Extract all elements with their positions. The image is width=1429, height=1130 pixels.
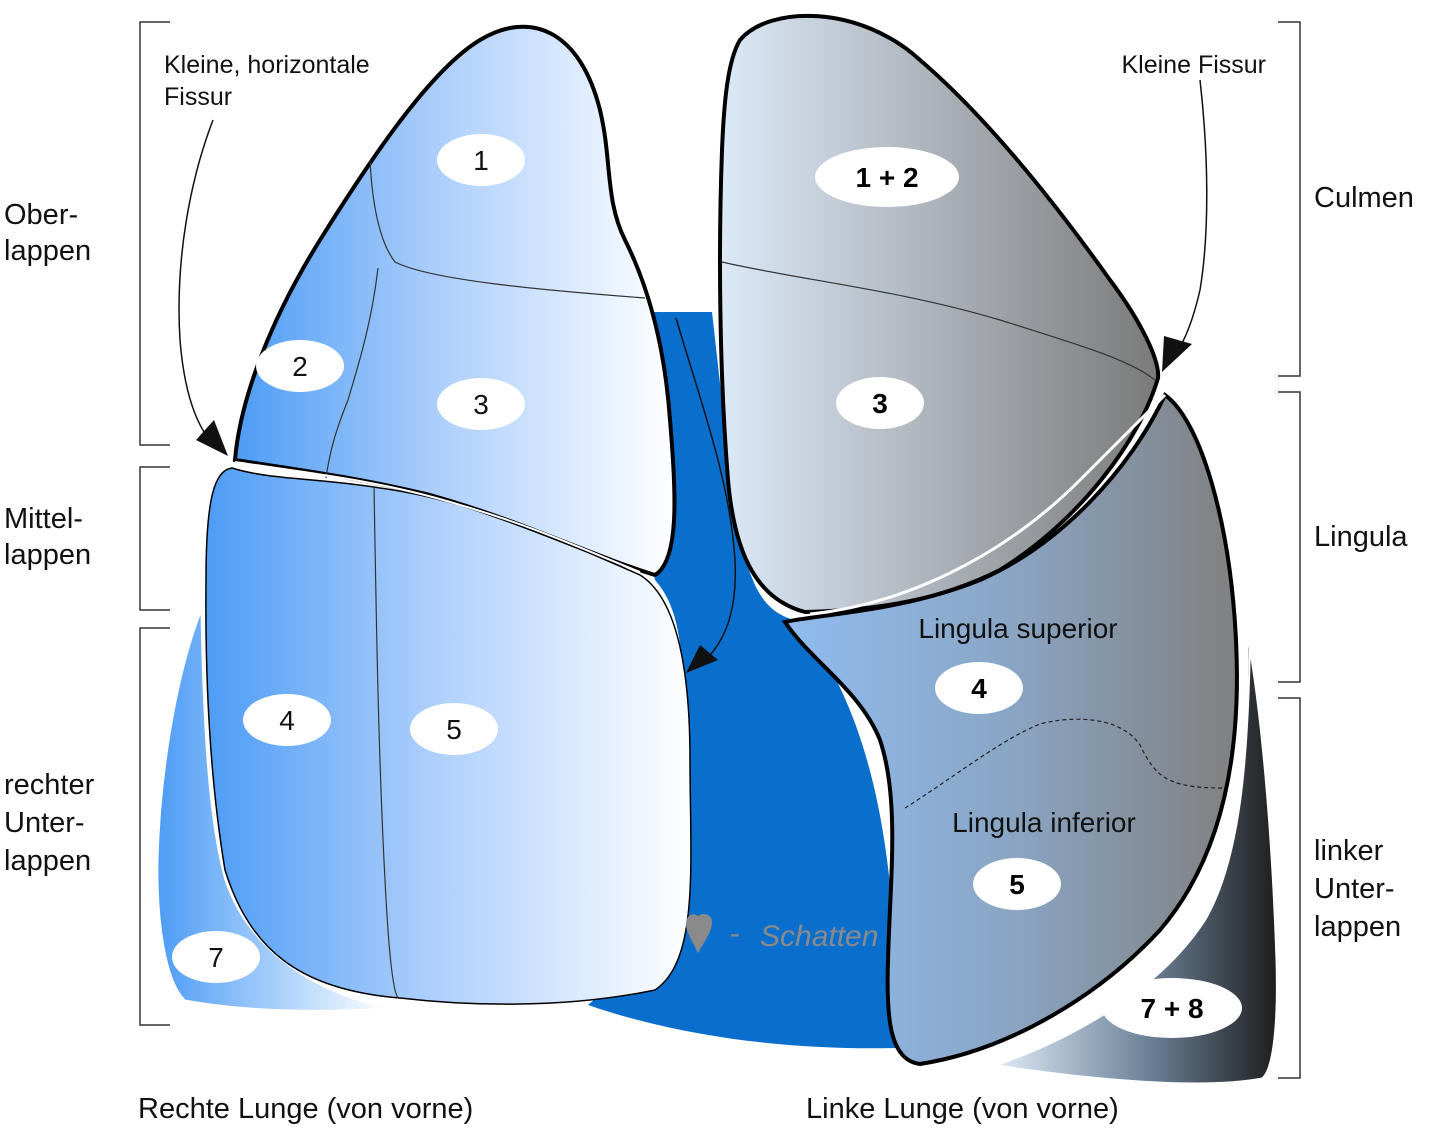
segment-r3: 3 xyxy=(473,389,489,420)
segment-l3: 3 xyxy=(872,388,888,419)
lingula-inferior-label: Lingula inferior xyxy=(952,807,1136,838)
right-fissure-label-1: Kleine, horizontale xyxy=(164,51,370,79)
right-lower-lobe-label-3: lappen xyxy=(4,845,91,877)
segment-r5: 5 xyxy=(446,714,462,745)
bracket-left-lower xyxy=(1278,697,1301,1079)
lingula-superior-label: Lingula superior xyxy=(918,613,1117,644)
right-lower-lobe-sliver xyxy=(157,611,389,1011)
right-middle-lobe-label-1: Mittel- xyxy=(4,503,83,535)
segment-r2: 2 xyxy=(292,351,308,382)
bracket-lingula xyxy=(1278,391,1301,683)
lingula-label: Lingula xyxy=(1314,521,1408,553)
heart-dash: - xyxy=(730,917,740,950)
right-upper-lobe-label-1: Ober- xyxy=(4,199,78,231)
left-lower-lobe-label-1: linker xyxy=(1314,835,1384,867)
segment-l78: 7 + 8 xyxy=(1140,993,1203,1024)
bracket-culmen xyxy=(1278,21,1301,377)
right-middle-lobe-label-2: lappen xyxy=(4,539,91,571)
segment-l12: 1 + 2 xyxy=(855,162,918,193)
right-fissure-label-2: Fissur xyxy=(164,83,232,111)
right-lower-lobe-label-2: Unter- xyxy=(4,807,85,839)
left-lower-lobe-label-2: Unter- xyxy=(1314,873,1395,905)
arrow-head-heart xyxy=(686,645,718,673)
bracket-upper-right xyxy=(139,21,170,446)
segment-l4: 4 xyxy=(971,673,987,704)
right-lung-caption: Rechte Lunge (von vorne) xyxy=(138,1093,473,1125)
arrow-head-left-fissure xyxy=(1162,336,1192,372)
right-upper-lobe-label-2: lappen xyxy=(4,235,91,267)
heart-icon xyxy=(686,914,712,953)
segment-r1: 1 xyxy=(473,145,489,176)
culmen-label: Culmen xyxy=(1314,182,1414,214)
left-fissure-label: Kleine Fissur xyxy=(1122,51,1267,79)
heart-shadow-label: Schatten xyxy=(760,920,878,953)
left-lingula-lobe xyxy=(781,391,1239,1067)
segment-l5: 5 xyxy=(1009,869,1025,900)
left-lung-caption: Linke Lunge (von vorne) xyxy=(806,1093,1119,1125)
right-lower-lobe-label-1: rechter xyxy=(4,769,95,801)
segment-r7: 7 xyxy=(208,942,224,973)
bracket-lower-right xyxy=(139,627,170,1026)
arrow-head-right-fissure xyxy=(196,420,228,456)
bracket-middle-right xyxy=(139,466,170,611)
left-lower-lobe-label-3: lappen xyxy=(1314,911,1401,943)
segment-r4: 4 xyxy=(279,705,295,736)
